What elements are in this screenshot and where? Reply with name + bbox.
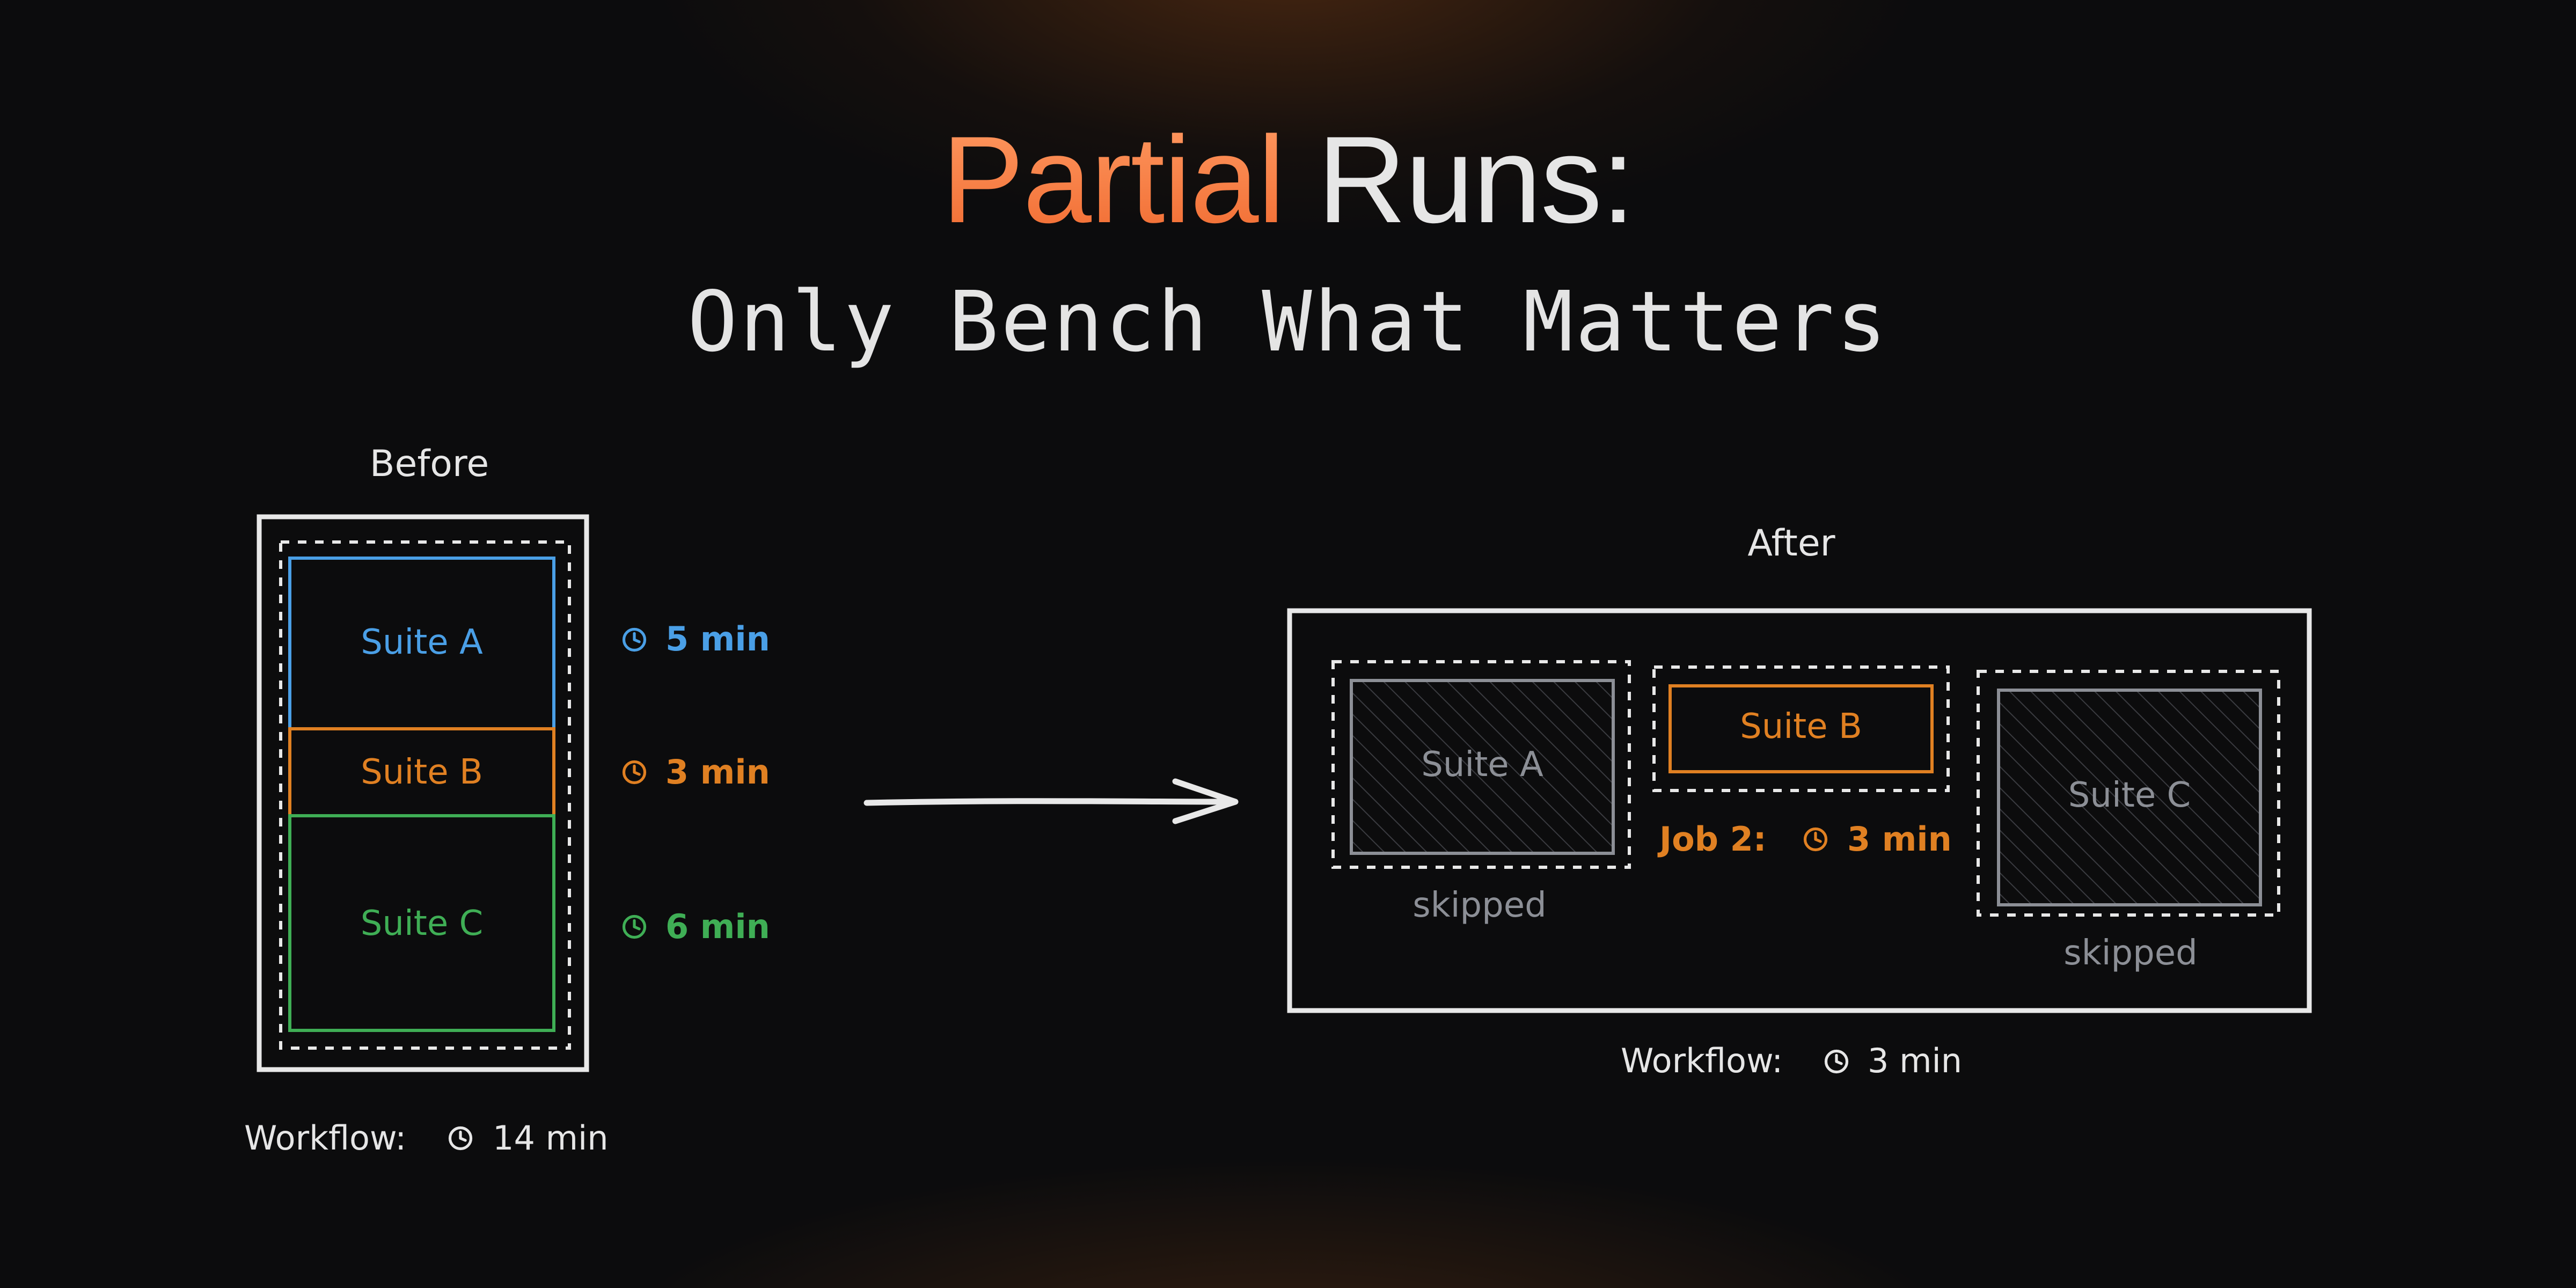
clock-icon [624, 762, 645, 783]
before-suite-c-label: Suite C [361, 904, 483, 943]
after-workflow-prefix: Workflow: [1621, 1041, 1783, 1080]
before-workflow-prefix: Workflow: [244, 1118, 406, 1158]
after-job-1-box [1331, 660, 1631, 869]
page-subtitle: Only Bench What Matters [687, 273, 1889, 370]
before-suite-c-box [288, 814, 555, 1032]
title-rest: Runs: [1317, 111, 1636, 248]
before-suite-b-label: Suite B [361, 752, 483, 792]
after-suite-c-label: Suite C [2068, 775, 2191, 815]
after-workflow-box [1287, 608, 2312, 1013]
after-suite-c-status: skipped [2063, 933, 2197, 973]
clock-icon [1805, 829, 1826, 850]
after-suite-b-label: Suite B [1740, 707, 1862, 747]
clock-icon [624, 630, 645, 650]
after-suite-a-box [1350, 679, 1615, 855]
before-suite-c-time: 6 min [665, 907, 770, 946]
after-job-2-time: 3 min [1847, 819, 1952, 859]
before-workflow-time: 14 min [493, 1118, 609, 1158]
before-label: Before [370, 443, 489, 485]
clock-icon [450, 1128, 471, 1149]
clock-icon [1826, 1051, 1847, 1072]
after-label: After [1747, 522, 1835, 565]
after-suite-b-box [1668, 684, 1934, 773]
before-suite-b-time: 3 min [665, 752, 770, 792]
after-job-2-box [1652, 665, 1950, 792]
clock-icon [624, 917, 645, 938]
after-job-2-prefix: Job 2: [1657, 819, 1767, 859]
transition-arrow [863, 778, 1239, 824]
after-workflow-time: 3 min [1868, 1041, 1962, 1080]
before-job-box [279, 540, 571, 1050]
page-title: Partial Runs: [0, 105, 2576, 255]
title-accent: Partial [941, 111, 1285, 248]
after-suite-a-status: skipped [1413, 885, 1546, 925]
after-suite-c-box [1997, 689, 2262, 906]
after-job-3-box [1977, 670, 2280, 917]
after-suite-a-label: Suite A [1421, 745, 1543, 785]
after-panel: After Suite A skipped Suite B Job 2: 3 m… [1287, 522, 2312, 1080]
before-suite-a-label: Suite A [361, 623, 483, 662]
before-workflow-box [257, 514, 589, 1072]
before-panel: Before Suite A Suite B Suite C 5 min 3 m… [244, 443, 770, 1158]
before-suite-a-time: 5 min [665, 619, 770, 658]
